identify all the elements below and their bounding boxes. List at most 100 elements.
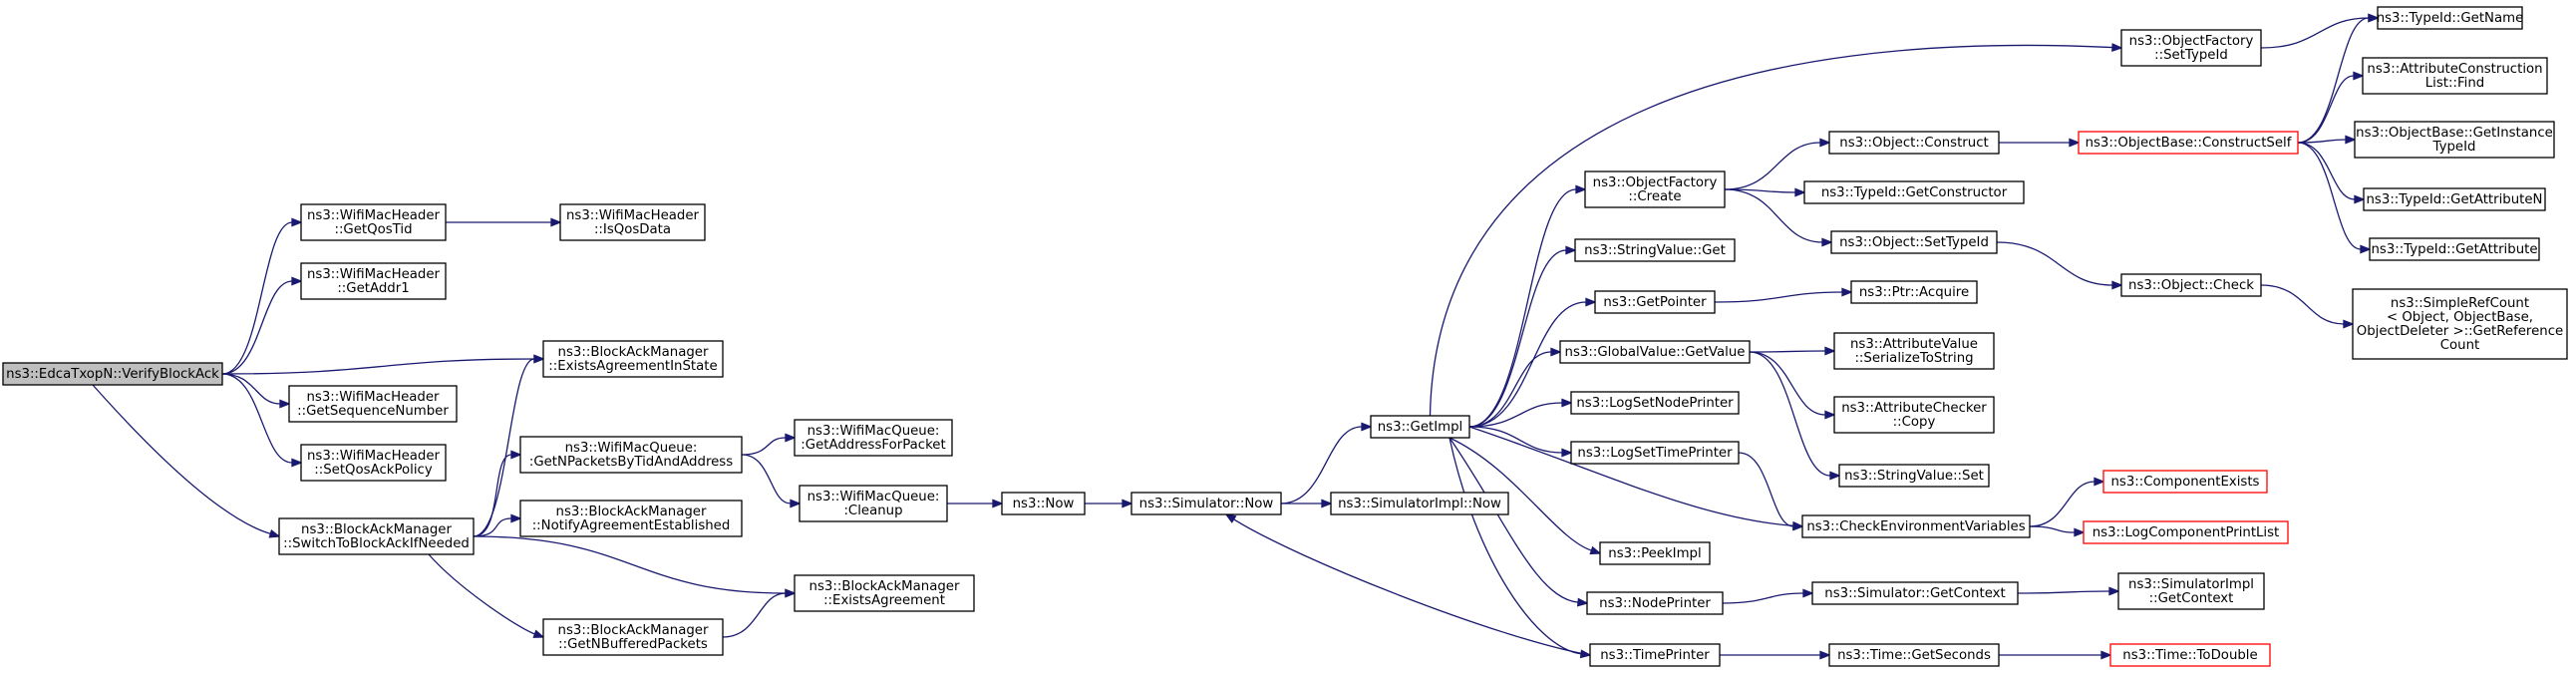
node-box — [1811, 581, 2019, 605]
edge-line — [2297, 17, 2370, 144]
node-label-line: ::SwitchToBlockAckIfNeeded — [283, 536, 470, 551]
edge-arrowhead — [268, 528, 281, 538]
node-box — [542, 618, 724, 656]
node-label-line: ns3::AttributeValue — [1850, 337, 1978, 352]
node-timeToDouble[interactable]: ns3::Time::ToDouble — [2109, 643, 2271, 667]
edge-line — [2029, 525, 2076, 533]
edge-arrowhead — [2345, 135, 2357, 145]
node-box — [1574, 238, 1736, 262]
edge-arrowhead — [2108, 586, 2120, 596]
node-ofCreate[interactable]: ns3::ObjectFactory::Create — [1584, 170, 1726, 208]
node-tidGetConstructor[interactable]: ns3::TypeId::GetConstructor — [1803, 180, 2025, 204]
edge-getImpl-to-logSetTimePrinter — [1468, 426, 1573, 458]
node-getNBuffered[interactable]: ns3::BlockAckManager::GetNBufferedPacket… — [542, 618, 724, 656]
node-componentExists[interactable]: ns3::ComponentExists — [2102, 470, 2268, 494]
node-logComponentPrintList[interactable]: ns3::LogComponentPrintList — [2083, 520, 2289, 544]
edge-arrowhead — [1576, 597, 1589, 607]
edge-checkEnv-to-logComponentPrintList — [2029, 525, 2086, 537]
node-gvGetValue[interactable]: ns3::GlobalValue::GetValue — [1559, 340, 1751, 364]
node-cleanup[interactable]: ns3::WifiMacQueue::Cleanup — [799, 485, 948, 522]
edge-getImpl-to-gvGetValue — [1468, 347, 1562, 428]
node-getImpl[interactable]: ns3::GetImpl — [1370, 415, 1470, 439]
node-box — [2377, 6, 2523, 30]
node-label-line: ns3::BlockAckManager — [558, 345, 709, 360]
edge-line — [741, 437, 787, 456]
edge-line — [473, 454, 512, 537]
node-box — [2102, 470, 2268, 494]
node-existsAgreementInState[interactable]: ns3::BlockAckManager::ExistsAgreementInS… — [542, 340, 724, 378]
edge-arrowhead — [790, 499, 802, 508]
node-simpleRefCount[interactable]: ns3::SimpleRefCount< Object, ObjectBase,… — [2352, 288, 2568, 360]
node-tidGetAttributeN[interactable]: ns3::TypeId::GetAttributeN — [2363, 187, 2546, 211]
node-getQosTid[interactable]: ns3::WifiMacHeader::GetQosTid — [300, 203, 447, 241]
node-logSetNodePrinter[interactable]: ns3::LogSetNodePrinter — [1570, 391, 1740, 415]
node-notifyAgreement[interactable]: ns3::BlockAckManager::NotifyAgreementEst… — [519, 500, 743, 537]
node-switchToBlockAck[interactable]: ns3::BlockAckManager::SwitchToBlockAckIf… — [278, 517, 475, 555]
node-now[interactable]: ns3::Now — [1001, 492, 1086, 515]
edge-obConstructSelf-to-acListFind — [2297, 71, 2365, 144]
edge-gvGetValue-to-stringSet — [1749, 351, 1841, 481]
node-box — [2117, 572, 2265, 610]
edge-getImpl-to-ofSetTypeId — [1429, 43, 2123, 417]
node-label-line: ns3::StringValue::Set — [1844, 469, 1984, 484]
node-tidGetAttribute[interactable]: ns3::TypeId::GetAttribute — [2369, 237, 2540, 261]
node-peekImpl[interactable]: ns3::PeekImpl — [1599, 541, 1711, 565]
node-getSequenceNumber[interactable]: ns3::WifiMacHeader::GetSequenceNumber — [288, 385, 458, 423]
node-logSetTimePrinter[interactable]: ns3::LogSetTimePrinter — [1570, 441, 1740, 465]
edges-layer — [92, 13, 2380, 660]
node-box — [1801, 514, 2031, 538]
node-timePrinter[interactable]: ns3::TimePrinter — [1589, 643, 1721, 667]
edge-line — [1233, 518, 1591, 656]
node-label-line: ns3::BlockAckManager — [301, 522, 452, 537]
edge-arrowhead — [2074, 527, 2086, 537]
node-simGetContext[interactable]: ns3::Simulator::GetContext — [1811, 581, 2019, 605]
node-label-line: :GetNPacketsByTidAndAddress — [529, 455, 733, 470]
edge-getImpl-to-ofCreate — [1468, 184, 1587, 428]
node-checkEnv[interactable]: ns3::CheckEnvironmentVariables — [1801, 514, 2031, 538]
node-label-line: ns3::EdcaTxopN::VerifyBlockAck — [6, 367, 219, 382]
edge-arrowhead — [1824, 410, 1836, 420]
node-obConstructSelf[interactable]: ns3::ObjectBase::ConstructSelf — [2078, 131, 2299, 155]
node-getPointer[interactable]: ns3::GetPointer — [1594, 290, 1716, 314]
node-getNPacketsByTid[interactable]: ns3::WifiMacQueue::GetNPacketsByTidAndAd… — [519, 436, 743, 474]
node-setQosAckPolicy[interactable]: ns3::WifiMacHeader::SetQosAckPolicy — [300, 444, 447, 482]
node-objCheck[interactable]: ns3::Object::Check — [2120, 273, 2262, 297]
edge-root-to-setQosAckPolicy — [221, 373, 303, 468]
node-simImplGetContext[interactable]: ns3::SimulatorImpl::GetContext — [2117, 572, 2265, 610]
node-objSetTypeId[interactable]: ns3::Object::SetTypeId — [1830, 230, 1998, 254]
edge-arrowhead — [2353, 71, 2365, 81]
node-acCopy[interactable]: ns3::AttributeChecker::Copy — [1833, 396, 1995, 434]
node-nodePrinter[interactable]: ns3::NodePrinter — [1586, 591, 1724, 615]
node-avSerialize[interactable]: ns3::AttributeValue::SerializeToString — [1833, 332, 1995, 370]
node-label-line: ::GetAddr1 — [337, 281, 409, 296]
node-existsAgreement[interactable]: ns3::BlockAckManager::ExistsAgreement — [794, 574, 975, 612]
edge-line — [2297, 142, 2356, 200]
node-simNow[interactable]: ns3::Simulator::Now — [1130, 492, 1282, 515]
node-getAddressForPacket[interactable]: ns3::WifiMacQueue::GetAddressForPacket — [794, 419, 953, 457]
edge-arrowhead — [1224, 513, 1237, 523]
node-tidGetName[interactable]: ns3::TypeId::GetName — [2377, 6, 2524, 30]
node-root[interactable]: ns3::EdcaTxopN::VerifyBlockAck — [2, 362, 223, 386]
node-ptrAcquire[interactable]: ns3::Ptr::Acquire — [1850, 280, 1978, 304]
node-timeGetSeconds[interactable]: ns3::Time::GetSeconds — [1828, 643, 2000, 667]
node-stringGet[interactable]: ns3::StringValue::Get — [1574, 238, 1736, 262]
node-getAddr1[interactable]: ns3::WifiMacHeader::GetAddr1 — [300, 262, 447, 300]
edge-line — [1449, 437, 1592, 551]
node-label-line: ::SetTypeId — [2154, 48, 2228, 63]
node-box — [1584, 170, 1726, 208]
node-box — [1001, 492, 1086, 515]
node-ofSetTypeId[interactable]: ns3::ObjectFactory::SetTypeId — [2120, 29, 2262, 67]
edge-getImpl-to-stringGet — [1468, 245, 1577, 428]
node-label-line: ns3::ObjectFactory — [2129, 34, 2254, 49]
node-simImplNow[interactable]: ns3::SimulatorImpl::Now — [1330, 492, 1509, 515]
edge-arrowhead — [2354, 194, 2366, 204]
node-isQosData[interactable]: ns3::WifiMacHeader::IsQosData — [559, 203, 706, 241]
node-box — [288, 385, 458, 423]
edge-switchToBlockAck-to-getNPacketsByTid — [473, 450, 522, 537]
edge-line — [1724, 142, 1821, 190]
node-stringSet[interactable]: ns3::StringValue::Set — [1838, 464, 1990, 488]
edge-line — [2297, 142, 2362, 250]
node-objConstruct[interactable]: ns3::Object::Construct — [1828, 131, 2000, 155]
